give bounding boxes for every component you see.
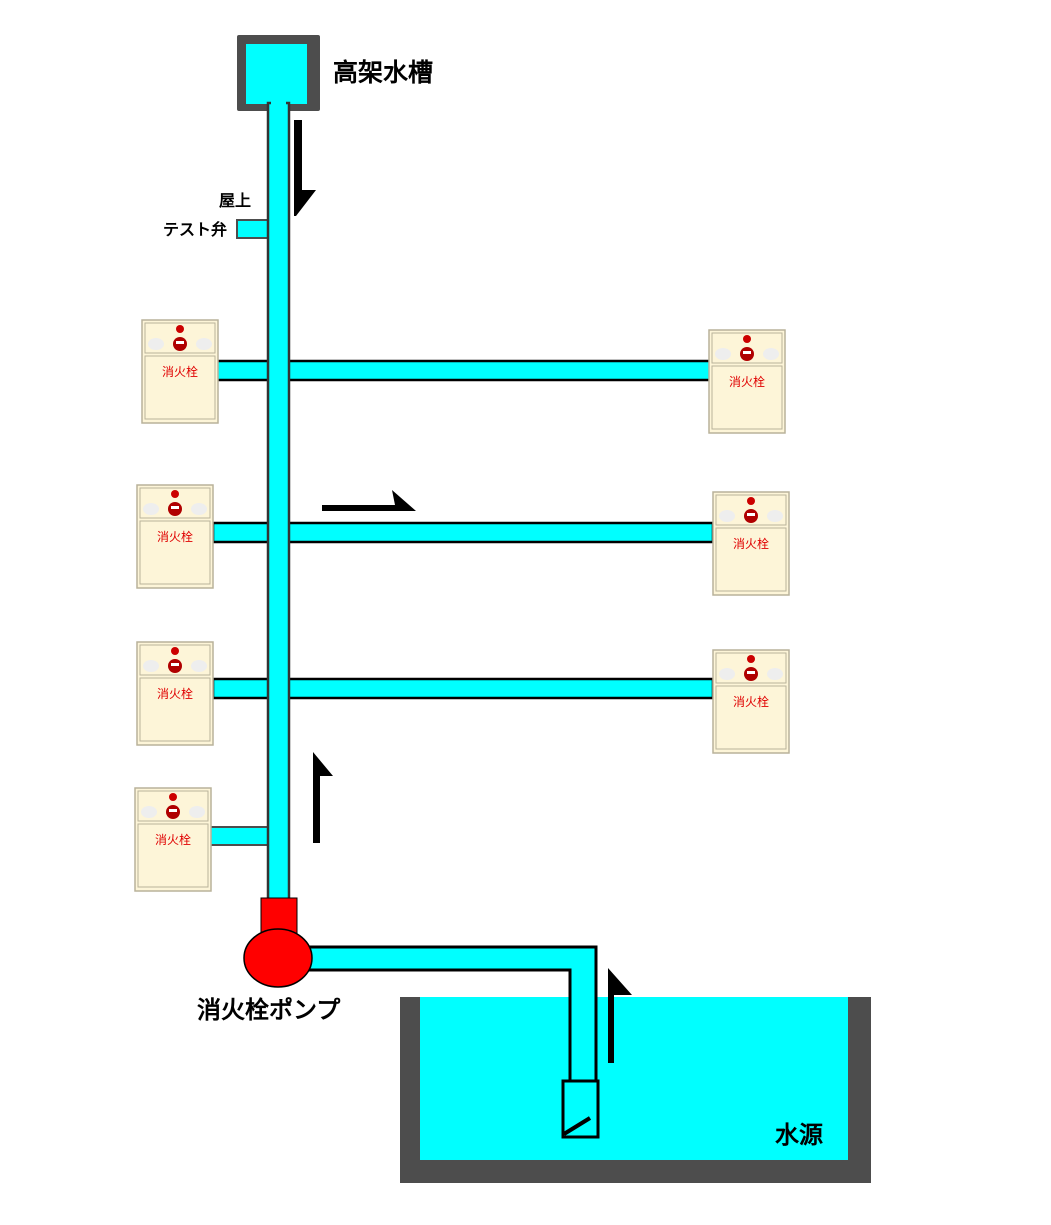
lamp-cover-icon xyxy=(148,338,164,350)
indicator-lamp-icon xyxy=(169,793,177,801)
lamp-cover-icon xyxy=(191,660,207,672)
lamp-cover-icon xyxy=(143,660,159,672)
hydrant-label: 消火栓 xyxy=(157,686,193,701)
riser-pipe xyxy=(266,100,291,902)
lamp-cover-icon xyxy=(763,348,779,360)
indicator-lamp-icon xyxy=(171,490,179,498)
hydrant-boxes: 消火栓消火栓消火栓消火栓消火栓消火栓消火栓 xyxy=(134,319,790,892)
branch-pipe-floor-4 xyxy=(209,826,273,846)
hydrant-pump xyxy=(243,897,313,988)
foot-valve xyxy=(561,1079,600,1139)
lamp-cover-icon xyxy=(141,806,157,818)
lamp-cover-icon xyxy=(767,668,783,680)
hydrant-box-left-4: 消火栓 xyxy=(134,787,212,892)
hydrant-box-left-1: 消火栓 xyxy=(141,319,219,424)
hydrant-label: 消火栓 xyxy=(157,529,193,544)
test-valve-label: テスト弁 xyxy=(163,220,227,239)
elevated-water-tank xyxy=(237,35,320,111)
hydrant-box-right-3: 消火栓 xyxy=(712,649,790,754)
hydrant-label: 消火栓 xyxy=(155,832,191,847)
indicator-lamp-icon xyxy=(171,647,179,655)
elevated-tank-label: 高架水槽 xyxy=(333,58,433,87)
lamp-cover-icon xyxy=(715,348,731,360)
pump-label: 消火栓ポンプ xyxy=(197,996,341,1024)
hydrant-box-right-2: 消火栓 xyxy=(712,491,790,596)
lamp-cover-icon xyxy=(719,668,735,680)
rooftop-label: 屋上 xyxy=(219,191,251,210)
water-source-label: 水源 xyxy=(775,1121,823,1149)
arrow-up-icon xyxy=(313,752,333,843)
water-source-tank xyxy=(400,997,871,1183)
indicator-lamp-icon xyxy=(176,325,184,333)
indicator-lamp-icon xyxy=(747,655,755,663)
lamp-cover-icon xyxy=(767,510,783,522)
hydrant-label: 消火栓 xyxy=(733,536,769,551)
hydrant-label: 消火栓 xyxy=(162,364,198,379)
hydrant-box-left-3: 消火栓 xyxy=(136,641,214,746)
test-valve-pipe xyxy=(236,219,272,239)
arrow-up-icon xyxy=(608,968,632,1063)
flow-arrows xyxy=(294,120,416,843)
lamp-cover-icon xyxy=(143,503,159,515)
lamp-cover-icon xyxy=(191,503,207,515)
lamp-cover-icon xyxy=(196,338,212,350)
lamp-cover-icon xyxy=(719,510,735,522)
lamp-cover-icon xyxy=(189,806,205,818)
indicator-lamp-icon xyxy=(747,497,755,505)
hydrant-label: 消火栓 xyxy=(733,694,769,709)
hydrant-box-right-1: 消火栓 xyxy=(708,329,786,434)
hydrant-box-left-2: 消火栓 xyxy=(136,484,214,589)
indicator-lamp-icon xyxy=(743,335,751,343)
arrow-down-icon xyxy=(294,120,316,216)
arrow-right-icon xyxy=(322,490,416,511)
suction-pipe xyxy=(298,945,600,1139)
hydrant-label: 消火栓 xyxy=(729,374,765,389)
